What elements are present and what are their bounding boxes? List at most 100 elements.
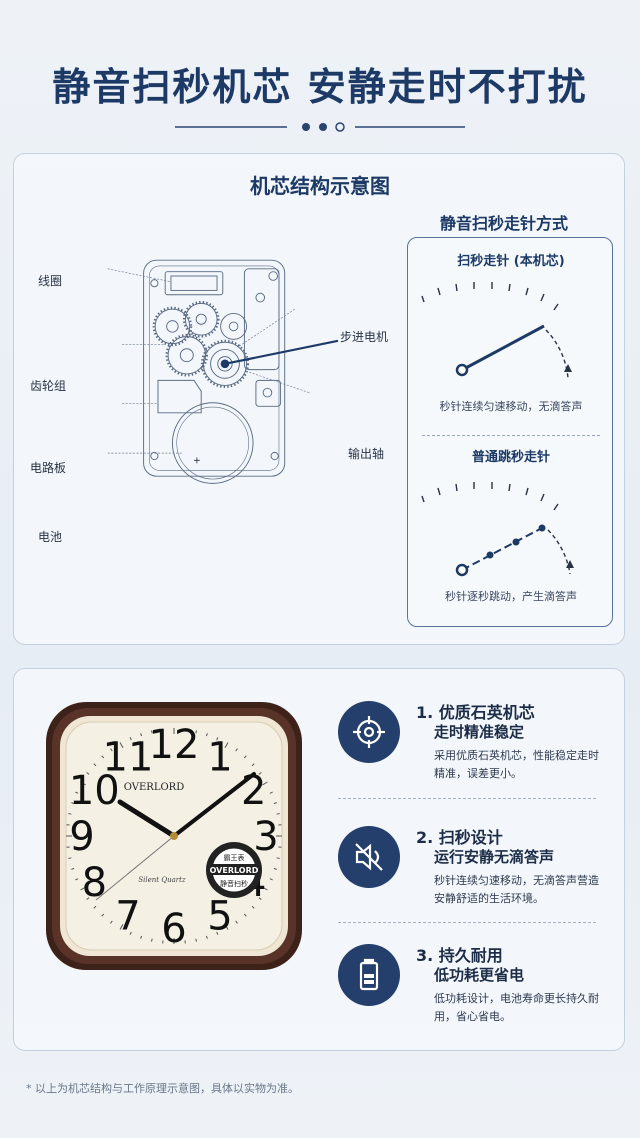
title-divider bbox=[175, 122, 465, 132]
clock-tick bbox=[68, 813, 72, 815]
clock-tick bbox=[110, 920, 113, 924]
clock-tick bbox=[216, 737, 219, 741]
clock-tick bbox=[258, 897, 262, 900]
clock-tick bbox=[101, 913, 105, 917]
label-shaft: 输出轴 bbox=[348, 447, 385, 461]
clock-tick bbox=[243, 913, 247, 917]
clock-numeral: 1 bbox=[207, 734, 232, 780]
clock-tick bbox=[258, 772, 262, 775]
hand-modes-box: 扫秒走针 (本机芯) 秒针连续匀速移动，无滴答声 普通跳秒走针 bbox=[407, 237, 613, 627]
structure-title: 机芯结构示意图 bbox=[250, 174, 390, 198]
sweep-mode-desc: 秒针连续匀速移动，无滴答声 bbox=[439, 400, 583, 413]
feature-durable-desc: 低功耗设计，电池寿命更长持久耐用，省心省电。 bbox=[434, 992, 599, 1023]
quality-seal: 霸王表 OVERLORD 静音扫秒 bbox=[206, 842, 262, 898]
feature-durable-subtitle: 低功耗更省电 bbox=[434, 966, 525, 984]
movement-structure-panel: 机芯结构示意图 bbox=[13, 153, 625, 645]
feature-quartz-subtitle: 走时精准稳定 bbox=[434, 723, 525, 741]
clock-tick bbox=[235, 920, 238, 924]
clock-numeral: 7 bbox=[115, 894, 140, 940]
mute-speaker-icon bbox=[338, 826, 400, 888]
seal-brand-text: OVERLORD bbox=[210, 866, 259, 875]
clock-tick bbox=[129, 737, 132, 741]
clock-tick bbox=[129, 931, 132, 935]
clock-tick bbox=[251, 763, 255, 767]
clock-numeral: 12 bbox=[149, 722, 200, 768]
clock-tick bbox=[86, 897, 90, 900]
clock-numeral: 6 bbox=[161, 906, 186, 952]
feature-quartz-title: 1. 优质石英机芯 bbox=[416, 703, 535, 722]
clock-tick bbox=[140, 733, 143, 737]
clock-tick bbox=[269, 878, 273, 881]
tick-hand-illustration bbox=[421, 482, 574, 577]
feature-sweep-title: 2. 扫秒设计 bbox=[416, 828, 503, 847]
label-battery: 电池 bbox=[38, 530, 63, 544]
clock-tick bbox=[273, 867, 277, 870]
clock-tick bbox=[68, 857, 72, 859]
clock-tick bbox=[224, 924, 229, 930]
feature-divider bbox=[338, 922, 596, 923]
clock-numeral: 8 bbox=[82, 860, 107, 906]
footnote: * 以上为机芯结构与工作原理示意图，具体以实物为准。 bbox=[26, 1082, 299, 1095]
clock-numeral: 3 bbox=[253, 814, 278, 860]
clock-tick bbox=[75, 791, 79, 794]
modes-divider bbox=[422, 435, 600, 436]
feature-quartz-desc: 采用优质石英机芯，性能稳定走时精准，误差更小。 bbox=[434, 749, 599, 780]
clock-tick bbox=[119, 924, 124, 930]
clock-tick bbox=[71, 802, 75, 805]
clock-tick bbox=[273, 802, 277, 805]
clock-numeral: 11 bbox=[103, 734, 154, 780]
clock-tick bbox=[262, 886, 268, 891]
clock-tick bbox=[205, 935, 208, 939]
label-coil: 线圈 bbox=[38, 274, 63, 288]
clock-tick bbox=[262, 781, 268, 786]
clock-tick bbox=[119, 742, 124, 748]
clock-tick bbox=[110, 748, 113, 752]
clock-tick bbox=[276, 857, 280, 859]
feature-durable-title: 3. 持久耐用 bbox=[416, 946, 503, 965]
page-title: 静音扫秒机芯 安静走时不打扰 bbox=[52, 65, 588, 109]
clock-tick bbox=[195, 938, 197, 942]
clock-tick bbox=[80, 886, 86, 891]
clock-tick bbox=[151, 730, 153, 734]
clock-tick bbox=[75, 878, 79, 881]
label-circuit: 电路板 bbox=[30, 461, 67, 475]
clock-tick bbox=[276, 813, 280, 815]
movement-diagram bbox=[107, 259, 339, 484]
clock-brand: OVERLORD bbox=[124, 782, 184, 793]
clock-tick bbox=[93, 905, 97, 909]
clock-tick bbox=[80, 781, 86, 786]
clock-tick bbox=[101, 755, 105, 759]
clock-tick bbox=[235, 748, 238, 752]
feature-divider bbox=[338, 798, 596, 799]
clock-numeral: 10 bbox=[69, 768, 120, 814]
clock-tick bbox=[140, 935, 143, 939]
feature-sweep: 2. 扫秒设计 运行安静无滴答声 秒针连续匀速移动，无滴答声营造安静舒适的生活环… bbox=[338, 826, 600, 936]
clock-tick bbox=[224, 742, 229, 748]
battery-icon bbox=[338, 944, 400, 1006]
seal-cn-text: 霸王表 bbox=[224, 853, 245, 862]
clock-tick bbox=[251, 905, 255, 909]
label-gears: 齿轮组 bbox=[30, 379, 67, 393]
tick-mode-title: 普通跳秒走针 bbox=[471, 450, 550, 465]
feature-sweep-subtitle: 运行安静无滴答声 bbox=[434, 848, 555, 866]
clock-numeral: 5 bbox=[207, 894, 232, 940]
feature-quartz: 1. 优质石英机芯 走时精准稳定 采用优质石英机芯，性能稳定走时精准，误差更小。 bbox=[338, 701, 600, 811]
tick-mode-desc: 秒针逐秒跳动，产生滴答声 bbox=[445, 590, 577, 603]
clock-tick bbox=[93, 763, 97, 767]
feature-durable: 3. 持久耐用 低功耗更省电 低功耗设计，电池寿命更长持久耐用，省心省电。 bbox=[338, 944, 600, 1054]
clock-tick bbox=[195, 730, 197, 734]
clock-tick bbox=[71, 867, 75, 870]
clock-tick bbox=[86, 772, 90, 775]
sweep-hand-illustration bbox=[421, 282, 572, 379]
modes-title: 静音扫秒走针方式 bbox=[439, 214, 568, 233]
clock-tick bbox=[151, 938, 153, 942]
clock-tick bbox=[243, 755, 247, 759]
sweep-mode-title: 扫秒走针 (本机芯) bbox=[457, 254, 565, 269]
clock-tick bbox=[205, 733, 208, 737]
clock-brand-sub: Silent Quartz bbox=[138, 876, 186, 884]
crosshair-icon bbox=[338, 701, 400, 763]
seal-silent-text: 静音扫秒 bbox=[220, 879, 248, 888]
label-motor: 步进电机 bbox=[340, 330, 389, 344]
clock-tick bbox=[269, 791, 273, 794]
wall-clock-image: 121234567891011 OVERLORD Silent Quartz 霸… bbox=[46, 702, 302, 970]
